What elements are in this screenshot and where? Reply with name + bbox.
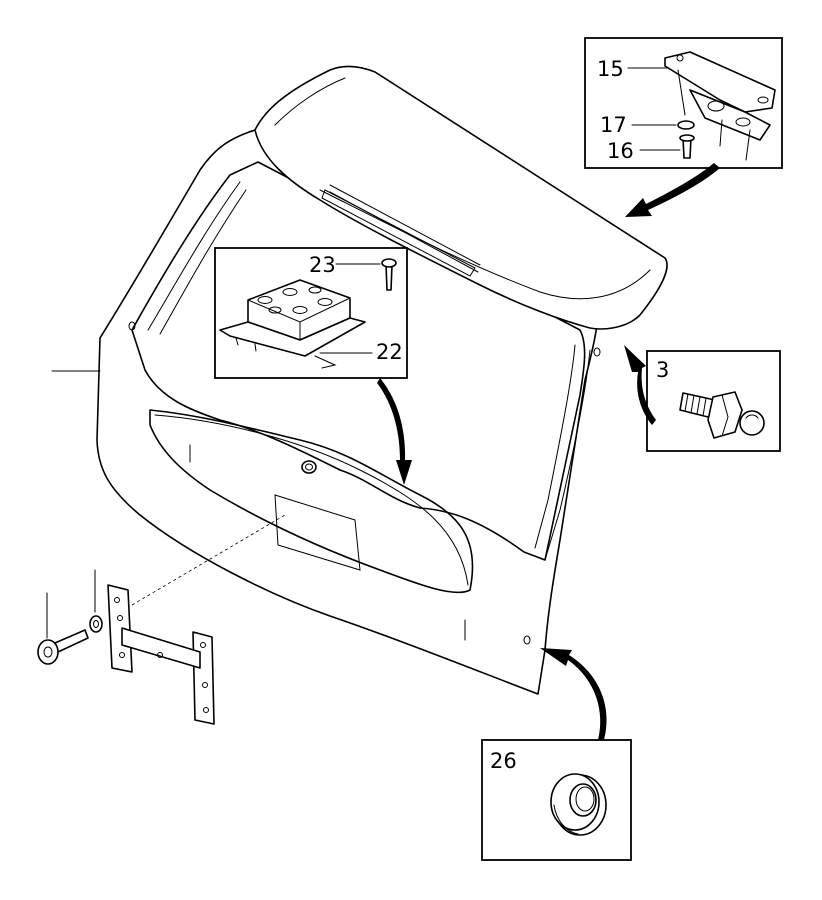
pointer-arrow	[625, 163, 720, 217]
control-module-box	[214, 247, 408, 379]
label-grommet: 26	[490, 749, 517, 773]
pointer-arrow	[377, 378, 412, 485]
plate-bracket	[107, 584, 215, 725]
label-hinge-bracket: 15	[597, 57, 624, 81]
label-hinge-screw: 16	[607, 139, 634, 163]
grommet-box	[481, 739, 632, 861]
label-ball-stud: 3	[656, 358, 669, 382]
pointer-arrow	[540, 648, 607, 740]
roof-spoiler	[254, 65, 668, 330]
label-control-screw: 23	[309, 253, 336, 277]
hinge-detail-box	[584, 37, 783, 169]
ball-stud-box	[646, 350, 781, 452]
hinge-washer	[677, 120, 695, 130]
plate-bolt	[37, 592, 89, 665]
pointer-arrow	[624, 345, 656, 425]
label-control-module: 22	[376, 340, 403, 364]
plate-washer	[89, 569, 103, 633]
brake-light	[321, 189, 476, 277]
label-washer: 17	[600, 113, 627, 137]
